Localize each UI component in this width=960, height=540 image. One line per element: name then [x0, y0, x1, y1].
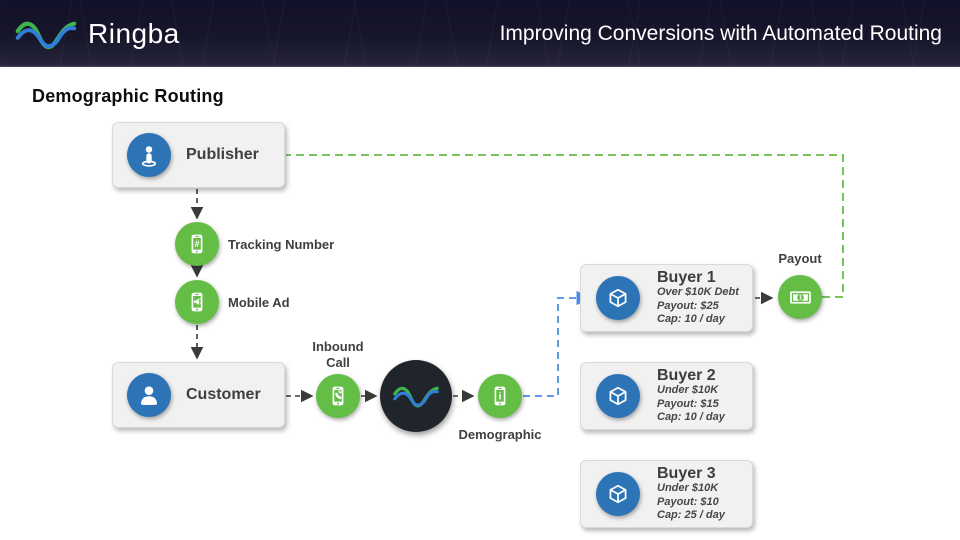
- buyer1-cube-icon: [596, 276, 640, 320]
- payout-money-icon: 1: [778, 275, 822, 319]
- buyer2-cube-icon: [596, 374, 640, 418]
- customer-node: Customer: [112, 362, 285, 428]
- buyer1-title: Buyer 1: [657, 269, 716, 287]
- hash-glyph: #: [195, 239, 200, 249]
- tracking-number-label: Tracking Number: [228, 237, 335, 252]
- buyer3-cube-icon: [596, 472, 640, 516]
- demographic-label: Demographic: [458, 427, 542, 442]
- customer-person-icon: [127, 373, 171, 417]
- header-bar: Ringba Improving Conversions with Automa…: [0, 0, 960, 67]
- diagram-canvas: Demographic Routing Publish: [0, 67, 960, 540]
- customer-label: Customer: [186, 386, 261, 403]
- buyer3-node: Buyer 3 Under $10K Payout: $10 Cap: 25 /…: [580, 460, 753, 528]
- inbound-call-label: Inbound Call: [312, 339, 364, 370]
- buyer2-title: Buyer 2: [657, 367, 716, 385]
- publisher-label: Publisher: [186, 146, 259, 163]
- buyer2-detail: Under $10K: [657, 384, 719, 397]
- brand-name: Ringba: [88, 17, 180, 49]
- buyer1-detail: Over $10K Debt: [657, 286, 739, 299]
- slide-title: Improving Conversions with Automated Rou…: [499, 21, 942, 45]
- buyer3-payout: Payout: $10: [657, 495, 719, 508]
- connector-payout-publisher: [286, 154, 844, 298]
- buyer1-node: Buyer 1 Over $10K Debt Payout: $25 Cap: …: [580, 264, 753, 332]
- demographic-phone-icon: i: [478, 374, 522, 418]
- ringba-router-icon: [380, 360, 452, 432]
- mobile-ad-label: Mobile Ad: [228, 295, 290, 310]
- page-title: Demographic Routing: [32, 86, 224, 106]
- buyer3-detail: Under $10K: [657, 482, 719, 495]
- inbound-call-phone-icon: [316, 374, 360, 418]
- info-glyph: i: [499, 392, 502, 403]
- publisher-node: Publisher: [112, 122, 285, 188]
- buyer1-cap: Cap: 10 / day: [657, 313, 725, 326]
- mobile-ad-phone-icon: [175, 280, 219, 324]
- tracking-number-phone-icon: #: [175, 222, 219, 266]
- buyer2-cap: Cap: 10 / day: [657, 411, 725, 424]
- buyer2-node: Buyer 2 Under $10K Payout: $15 Cap: 10 /…: [580, 362, 753, 430]
- one-dollar-glyph: 1: [798, 295, 802, 301]
- buyer2-payout: Payout: $15: [657, 397, 719, 410]
- buyer3-title: Buyer 3: [657, 465, 716, 483]
- ringba-wave-icon: [15, 21, 77, 49]
- publisher-person-pin-icon: [127, 133, 171, 177]
- buyer1-payout: Payout: $25: [657, 299, 719, 312]
- brand: Ringba: [14, 11, 180, 57]
- payout-label: Payout: [778, 251, 822, 266]
- buyer3-cap: Cap: 25 / day: [657, 509, 725, 522]
